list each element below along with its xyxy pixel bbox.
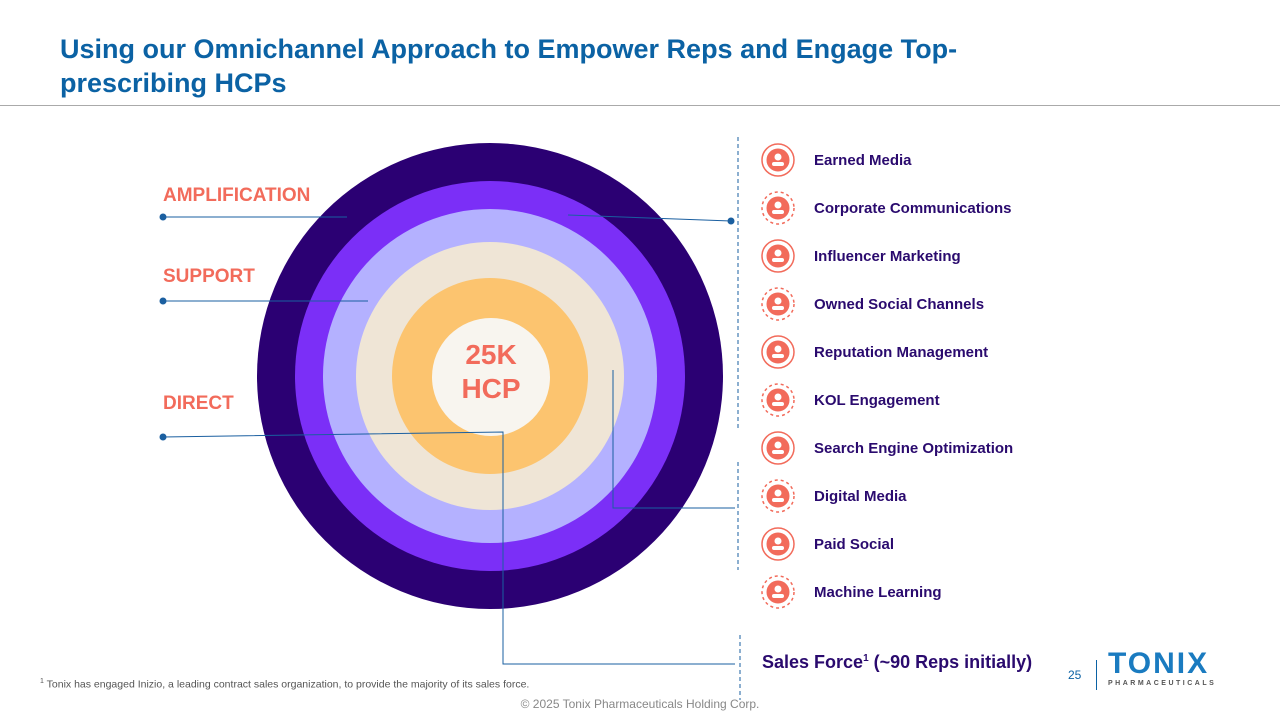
gear-check-icon (756, 428, 800, 468)
channel-label: KOL Engagement (814, 391, 940, 409)
channel-item: Reputation Management (756, 332, 988, 372)
channel-label: Digital Media (814, 487, 907, 505)
channel-item: Machine Learning (756, 572, 942, 612)
ring-center (432, 318, 550, 436)
channel-item: Digital Media (756, 476, 907, 516)
page-number: 25 (1068, 668, 1082, 682)
digital-hand-icon (756, 476, 800, 516)
channel-item: Corporate Communications (756, 188, 1012, 228)
group-cycle-icon (756, 188, 800, 228)
footer-divider (1096, 660, 1097, 690)
channel-label: Corporate Communications (814, 199, 1012, 217)
channel-item: Owned Social Channels (756, 284, 984, 324)
phone-chat-icon (756, 524, 800, 564)
media-dashboard-icon (756, 140, 800, 180)
cloud-network-icon (756, 572, 800, 612)
channel-label: Earned Media (814, 151, 912, 169)
channel-label: Machine Learning (814, 583, 942, 601)
channel-item: Paid Social (756, 524, 894, 564)
channel-label: Influencer Marketing (814, 247, 961, 265)
channel-item: KOL Engagement (756, 380, 940, 420)
award-badge-icon (756, 332, 800, 372)
channel-item: Influencer Marketing (756, 236, 961, 276)
influencer-icon (756, 236, 800, 276)
tier-amplification: AMPLIFICATION (163, 185, 311, 206)
footnote: 1 Tonix has engaged Inizio, a leading co… (40, 678, 530, 691)
channel-label: Search Engine Optimization (814, 439, 1014, 457)
channel-label: Paid Social (814, 535, 895, 553)
title-divider (0, 105, 1280, 106)
channel-label: Owned Social Channels (814, 295, 985, 313)
people-icon (756, 380, 800, 420)
sales-force-label: Sales Force1 (~90 Reps initially) (762, 652, 1033, 672)
channel-item: Earned Media (756, 140, 912, 180)
tier-support: SUPPORT (163, 266, 255, 287)
tier-direct: DIRECT (163, 393, 234, 414)
channel-label: Reputation Management (814, 343, 989, 361)
slide-title: Using our Omnichannel Approach to Empowe… (60, 34, 958, 98)
copyright: © 2025 Tonix Pharmaceuticals Holding Cor… (520, 697, 760, 711)
phone-chat-icon (756, 284, 800, 324)
channel-item: Search Engine Optimization (756, 428, 1013, 468)
